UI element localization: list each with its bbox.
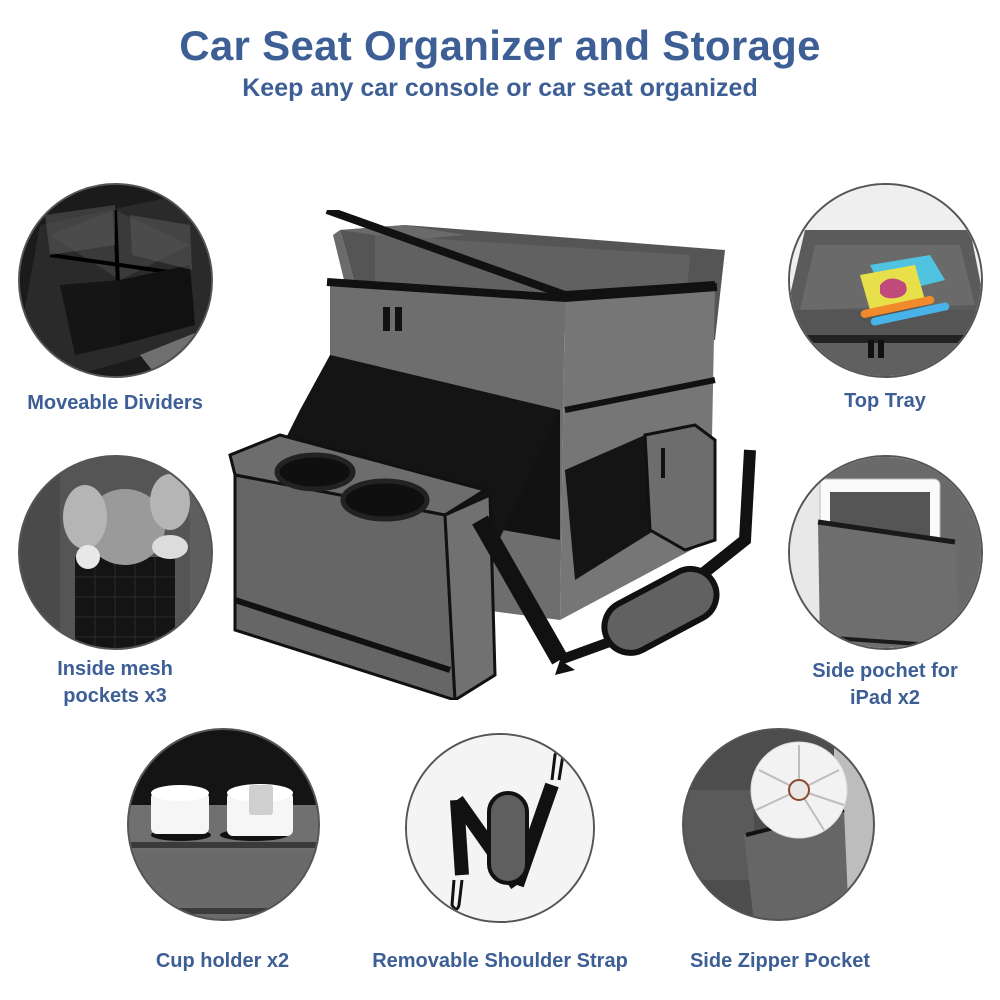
- feature-label-cup-holder: Cup holder x2: [155, 950, 290, 972]
- feature-label-inside-mesh-pockets: Inside mesh pockets x3: [0, 656, 230, 710]
- shoulder-strap-photo-icon: [405, 733, 595, 923]
- zipper-pocket-photo-icon: [682, 728, 875, 921]
- dividers-photo-icon: [18, 183, 213, 378]
- feature-label-side-zipper-pocket: Side Zipper Pocket: [689, 950, 871, 972]
- feature-label-top-tray: Top Tray: [844, 390, 926, 412]
- tray-photo-icon: [788, 183, 983, 378]
- mesh-pocket-photo-icon: [18, 455, 213, 650]
- product-photo: [215, 210, 795, 700]
- feature-label-moveable-dividers: Moveable Dividers: [27, 392, 203, 414]
- page-subtitle: Keep any car console or car seat organiz…: [242, 74, 758, 102]
- feature-label-shoulder-strap: Removable Shoulder Strap: [372, 950, 628, 972]
- page-title: Car Seat Organizer and Storage: [179, 22, 821, 69]
- feature-label-line: Side pochet for: [812, 660, 958, 682]
- cup-holder-photo-icon: [127, 728, 320, 921]
- feature-label-line: Inside mesh: [57, 658, 173, 680]
- feature-label-line: pockets x3: [63, 685, 167, 707]
- feature-label-side-pocket-ipad: Side pochet for iPad x2: [770, 658, 1000, 712]
- feature-label-line: iPad x2: [849, 687, 921, 709]
- ipad-pocket-photo-icon: [788, 455, 983, 650]
